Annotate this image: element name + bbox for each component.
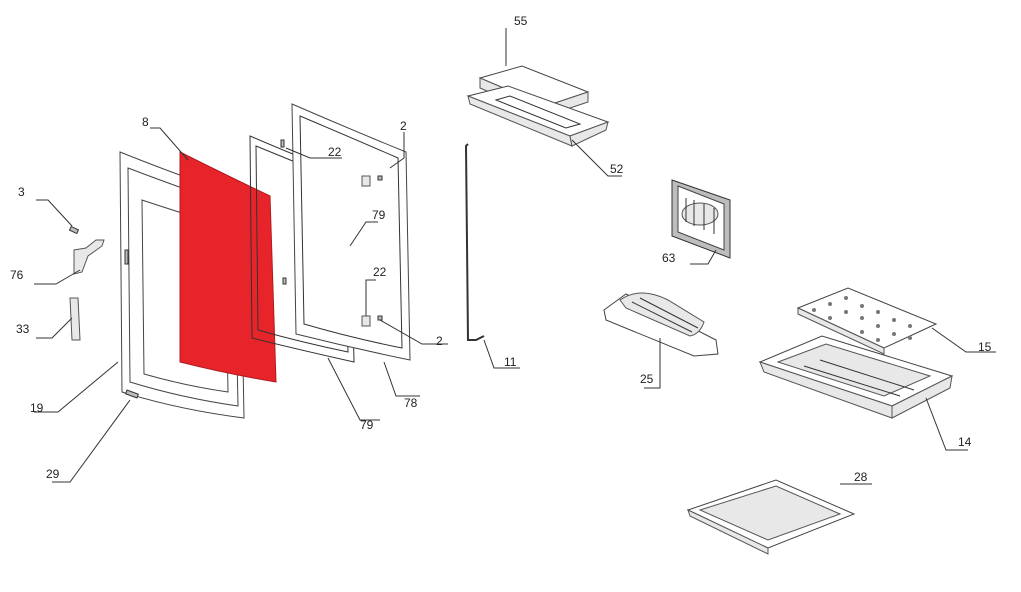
part-28-ash-tray [686,479,856,555]
callout-33: 33 [16,322,30,336]
callout-15: 15 [978,340,992,354]
part-11-rod [464,143,485,341]
leader-lines [34,28,996,485]
callout-8: 8 [142,115,149,129]
callout-79-bottom: 79 [360,418,374,432]
part-3-pin [68,225,80,235]
part-15-grid-plate [796,287,938,355]
inner-door-panel-part [291,103,411,361]
part-25-log-retainer [603,292,719,357]
callout-29: 29 [46,467,60,481]
part-63-grate [671,179,731,259]
part-29-clip [125,389,139,399]
callout-55: 55 [514,14,528,28]
callout-22-top: 22 [328,145,342,159]
callout-79-top: 79 [372,208,386,222]
part-52-tray [466,85,610,147]
callout-76: 76 [10,268,24,282]
callout-63: 63 [662,251,676,265]
callout-22-bottom: 22 [373,265,387,279]
callout-2-top: 2 [400,119,407,133]
part-14-firebox-base [758,335,954,419]
callout-28: 28 [854,470,868,484]
callout-19: 19 [30,401,44,415]
callout-11: 11 [504,355,517,369]
callout-14: 14 [958,435,972,449]
part-33-handle [69,297,81,341]
callout-78: 78 [404,396,418,410]
callout-3: 3 [18,185,25,199]
callout-52: 52 [610,162,624,176]
gasket-frame-part [249,135,355,363]
part-76-latch [73,239,105,275]
glass-panel-highlighted [179,151,277,383]
callout-labels: 55 52 8 2 22 79 22 2 3 76 33 19 29 79 78… [10,14,992,484]
callout-25: 25 [640,372,654,386]
callout-2-bottom: 2 [436,334,443,348]
